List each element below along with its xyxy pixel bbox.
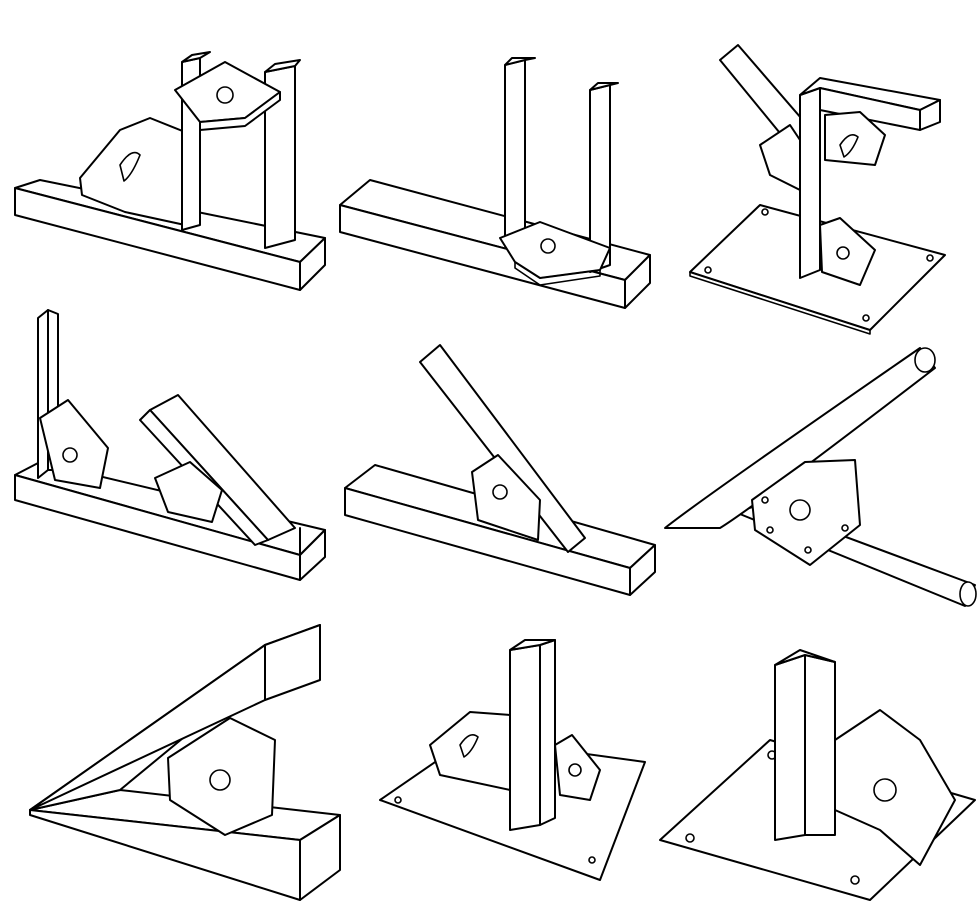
panel-plate-square-post xyxy=(379,639,646,881)
panel-angle-and-diagonal-tube xyxy=(14,309,326,581)
magnet-icon xyxy=(471,454,541,541)
magnet-icon xyxy=(154,461,223,523)
panel-diagonal-tube-magnet xyxy=(344,344,656,596)
panel-round-pipes xyxy=(664,347,977,607)
magnet-icon xyxy=(824,111,886,166)
magnet-icon xyxy=(39,399,109,489)
panel-two-posts-magnet-bottom xyxy=(339,57,651,309)
magnet-icon xyxy=(759,124,801,191)
panel-large-diagonal-tube xyxy=(29,624,341,901)
magnet-switch-icon xyxy=(119,151,141,182)
panel-plate-with-post-and-arm xyxy=(689,44,946,335)
panel-plate-large-post xyxy=(659,649,976,901)
panel-two-posts-on-tube-magnet-top xyxy=(14,51,326,291)
